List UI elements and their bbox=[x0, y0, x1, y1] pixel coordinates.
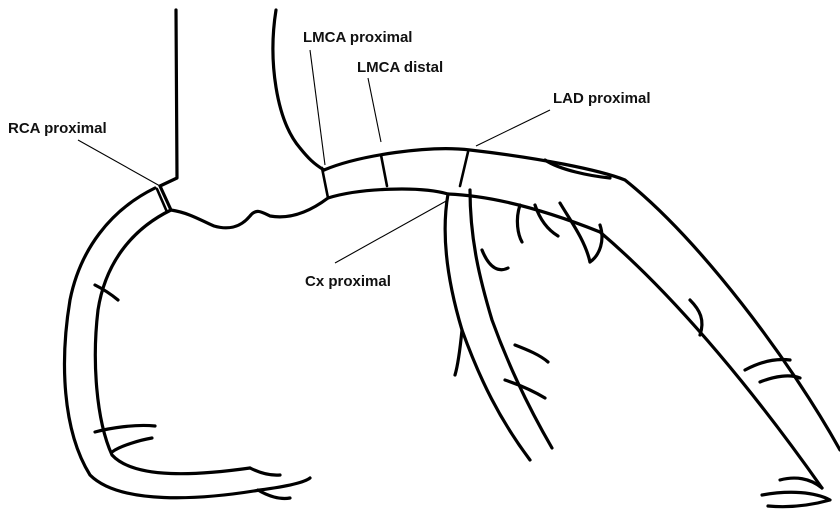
rca-proximal-label: RCA proximal bbox=[8, 120, 107, 137]
lmca-lad-vessel bbox=[324, 149, 840, 507]
lmca-distal-leader bbox=[368, 78, 381, 142]
rca-vessel bbox=[65, 188, 310, 499]
rca-proximal-leader bbox=[78, 140, 160, 186]
leader-lines bbox=[78, 50, 550, 263]
lad-proximal-leader bbox=[476, 110, 550, 146]
cx-proximal-label: Cx proximal bbox=[305, 273, 391, 290]
lad-proximal-marker bbox=[460, 152, 468, 186]
lmca-distal-label: LMCA distal bbox=[357, 59, 443, 76]
lad-proximal-label: LAD proximal bbox=[553, 90, 651, 107]
lmca-proximal-label: LMCA proximal bbox=[303, 29, 412, 46]
cx-proximal-leader bbox=[335, 200, 448, 263]
circumflex-vessel bbox=[445, 190, 558, 460]
lmca-distal-marker bbox=[381, 155, 387, 186]
labels: LMCA proximal LMCA distal LAD proximal R… bbox=[8, 29, 651, 290]
lmca-proximal-marker bbox=[322, 168, 328, 198]
lmca-proximal-leader bbox=[310, 50, 325, 165]
